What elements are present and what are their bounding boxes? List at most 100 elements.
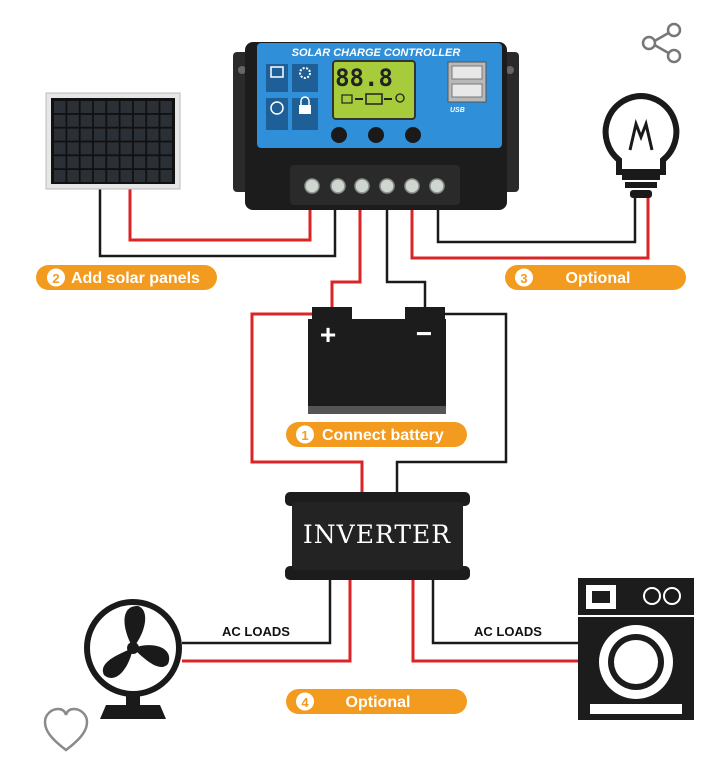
lcd-reading: 88.8	[335, 64, 393, 92]
solar-cell	[160, 128, 172, 141]
solar-cell	[67, 156, 79, 169]
ac-loads-label-right: AC LOADS	[474, 624, 542, 639]
solar-cell	[93, 114, 106, 127]
controller-button-1	[331, 127, 347, 143]
solar-cell	[93, 142, 106, 155]
controller-button-2	[368, 127, 384, 143]
step-pill-load: 3 Optional	[505, 265, 686, 290]
step-number-ac: 4	[301, 695, 309, 710]
battery-icon: + −	[308, 307, 446, 414]
solar-cell	[120, 156, 132, 169]
solar-cell	[160, 142, 172, 155]
solar-cell	[54, 101, 66, 113]
terminal-block	[304, 178, 445, 194]
lock-icon	[299, 96, 311, 114]
step-pill-battery: 1 Connect battery	[286, 422, 467, 447]
washing-machine-icon	[578, 578, 694, 720]
terminal-screw	[429, 178, 445, 194]
wires	[98, 188, 650, 663]
solar-cell	[133, 128, 146, 141]
solar-cell	[147, 114, 159, 127]
controller-button-3	[405, 127, 421, 143]
usb-label: USB	[450, 107, 465, 114]
step-label-load: Optional	[566, 270, 631, 287]
solar-cell	[93, 156, 106, 169]
solar-cell	[133, 114, 146, 127]
solar-cell	[54, 142, 66, 155]
terminal-screw	[304, 178, 320, 194]
solar-cell	[133, 170, 146, 182]
heart-outline-icon[interactable]	[40, 707, 92, 756]
solar-cell	[120, 101, 132, 113]
solar-cell	[147, 128, 159, 141]
solar-cell	[67, 170, 79, 182]
solar-cell	[120, 142, 132, 155]
solar-cell	[133, 101, 146, 113]
solar-cell	[147, 142, 159, 155]
clock-icon	[270, 101, 284, 115]
solar-cell	[80, 101, 93, 113]
solar-cell	[160, 170, 172, 182]
inverter-label: INVERTER	[303, 520, 451, 549]
solar-cell	[107, 142, 119, 155]
battery-minus: −	[416, 318, 432, 349]
step-number-solar: 2	[52, 271, 59, 286]
terminal-screw	[404, 178, 420, 194]
solar-cell	[93, 128, 106, 141]
controller-title: SOLAR CHARGE CONTROLLER	[292, 47, 461, 59]
solar-cell	[147, 156, 159, 169]
solar-cell	[80, 156, 93, 169]
step-label-battery: Connect battery	[322, 427, 444, 444]
solar-cell	[133, 156, 146, 169]
panel-icon	[270, 66, 284, 78]
solar-cell	[54, 156, 66, 169]
solar-cell	[107, 128, 119, 141]
step-number-battery: 1	[301, 428, 308, 443]
solar-cell	[54, 114, 66, 127]
ac-loads-label-left: AC LOADS	[222, 624, 290, 639]
solar-cell	[133, 142, 146, 155]
solar-cell	[107, 101, 119, 113]
step-pill-ac: 4 Optional	[286, 689, 467, 714]
solar-panel-icon	[45, 92, 181, 190]
terminal-screw	[354, 178, 370, 194]
solar-cell	[120, 170, 132, 182]
solar-cell	[93, 170, 106, 182]
solar-cell	[147, 170, 159, 182]
terminal-screw	[379, 178, 395, 194]
solar-cell	[54, 128, 66, 141]
solar-cell	[107, 170, 119, 182]
charge-controller: SOLAR CHARGE CONTROLLER 88.8 USB	[233, 42, 519, 210]
solar-cell	[120, 128, 132, 141]
share-icon[interactable]	[636, 20, 686, 68]
battery-plus: +	[320, 319, 336, 350]
lcd-flow-icons	[341, 93, 405, 105]
usb-ports: USB	[447, 61, 487, 114]
step-label-solar: Add solar panels	[71, 270, 200, 287]
solar-cell	[80, 170, 93, 182]
solar-cell	[67, 101, 79, 113]
solar-cell	[80, 114, 93, 127]
lcd-display	[332, 60, 416, 120]
solar-cell	[120, 114, 132, 127]
light-bulb-icon	[602, 92, 680, 198]
solar-cell	[160, 101, 172, 113]
solar-cell	[67, 128, 79, 141]
terminal-screw	[330, 178, 346, 194]
solar-cell	[107, 114, 119, 127]
fan-icon	[84, 599, 182, 719]
solar-cell	[80, 142, 93, 155]
solar-cell	[67, 114, 79, 127]
solar-cell	[160, 156, 172, 169]
gear-icon	[299, 67, 311, 79]
step-label-ac: Optional	[346, 694, 411, 711]
step-number-load: 3	[520, 271, 527, 286]
solar-cell	[67, 142, 79, 155]
solar-cell	[93, 101, 106, 113]
solar-cell	[80, 128, 93, 141]
solar-cell	[107, 156, 119, 169]
solar-cell	[147, 101, 159, 113]
inverter-icon: INVERTER	[285, 492, 470, 580]
solar-cell	[160, 114, 172, 127]
